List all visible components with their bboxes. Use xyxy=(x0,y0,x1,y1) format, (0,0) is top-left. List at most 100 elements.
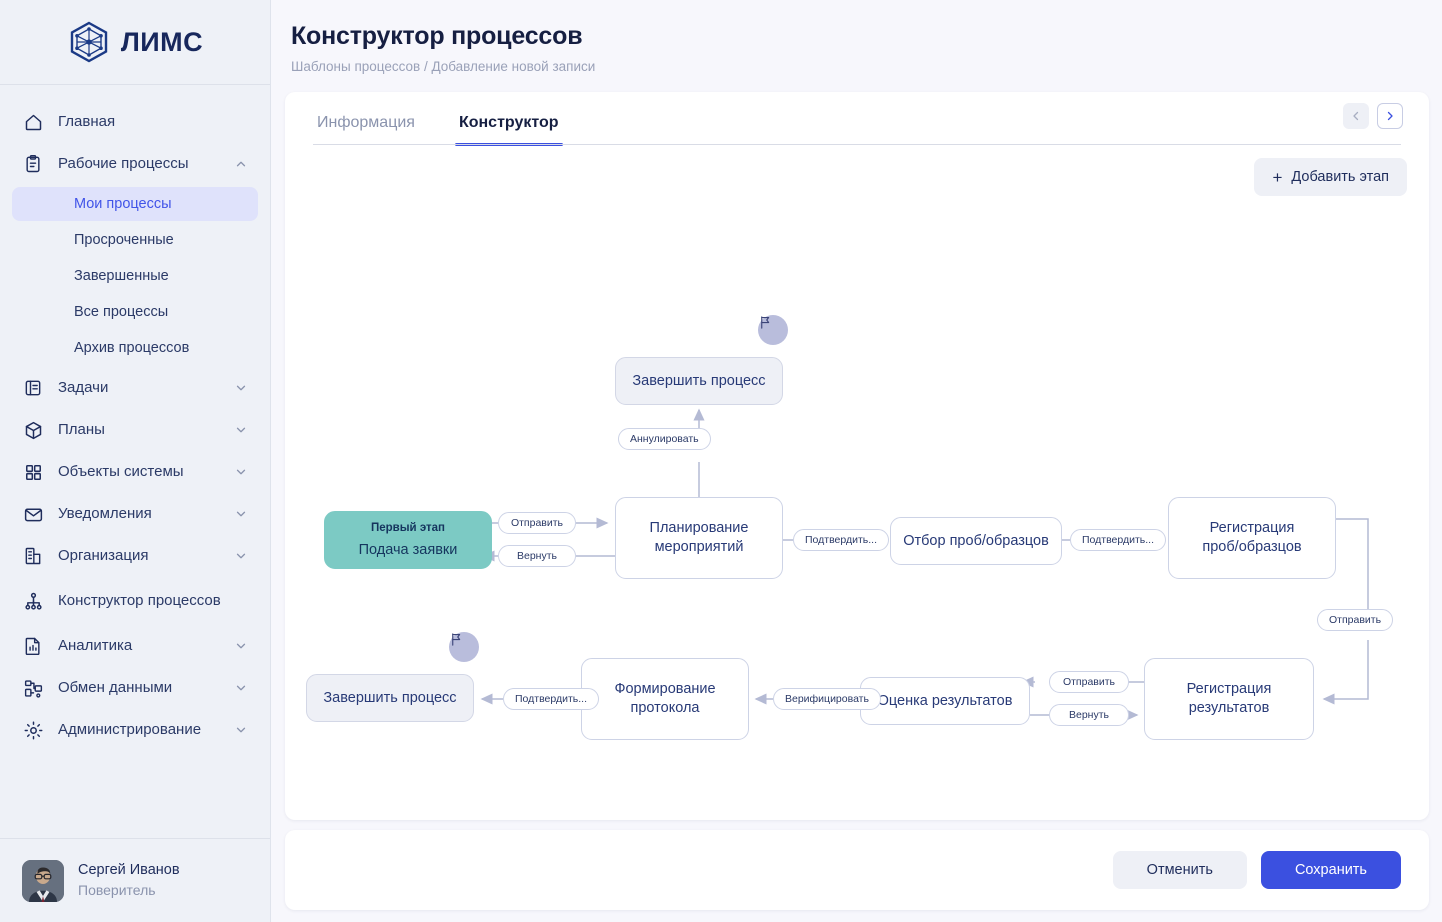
user-profile[interactable]: Сергей Иванов Поверитель xyxy=(0,838,270,922)
sidebar-item-label: Администрирование xyxy=(58,721,202,739)
node-title: Формирование протокола xyxy=(614,681,716,716)
sidebar-item-notifications[interactable]: Уведомления xyxy=(12,493,258,535)
tasks-book-icon xyxy=(22,377,44,399)
edge-label-text: Отправить xyxy=(510,517,564,529)
grid-squares-icon xyxy=(22,461,44,483)
main-content: Конструктор процессов Шаблоны процессов … xyxy=(271,0,1442,922)
save-label: Сохранить xyxy=(1294,862,1367,878)
sidebar-item-home[interactable]: Главная xyxy=(12,101,258,143)
edge-label-confirm-3[interactable]: Подтвердить... xyxy=(503,688,600,710)
sidebar-item-plans[interactable]: Планы xyxy=(12,409,258,451)
sidebar-item-my-processes[interactable]: Мои процессы xyxy=(12,187,258,221)
sub-item-label: Архив процессов xyxy=(74,340,190,356)
sidebar-item-archive[interactable]: Архив процессов xyxy=(12,331,258,365)
footer-actions: Отменить Сохранить xyxy=(285,830,1429,910)
home-icon xyxy=(22,111,44,133)
sidebar-item-workflows[interactable]: Рабочие процессы xyxy=(12,143,258,185)
data-exchange-icon xyxy=(22,677,44,699)
edge-label-send-1[interactable]: Отправить xyxy=(498,512,576,534)
node-register-results[interactable]: Регистрация результатов xyxy=(1144,658,1314,740)
sidebar-item-data-exchange[interactable]: Обмен данными xyxy=(12,667,258,709)
brand-header: ЛИМС xyxy=(0,0,270,85)
tab-constructor[interactable]: Конструктор xyxy=(454,114,563,146)
chevron-left-icon[interactable] xyxy=(1343,103,1369,129)
edge-label-text: Аннулировать xyxy=(630,433,699,445)
node-title: Регистрация проб/образцов xyxy=(1202,520,1302,555)
sidebar-item-label: Рабочие процессы xyxy=(58,155,189,173)
edge-label-text: Подтвердить... xyxy=(805,534,878,546)
sidebar-item-all-processes[interactable]: Все процессы xyxy=(12,295,258,329)
node-title: Планирование мероприятий xyxy=(649,520,749,555)
edge-label-send-2[interactable]: Отправить xyxy=(1317,609,1394,631)
add-stage-button[interactable]: + Добавить этап xyxy=(1254,158,1407,196)
edge-label-confirm-1[interactable]: Подтвердить... xyxy=(793,529,890,551)
add-stage-label: Добавить этап xyxy=(1291,169,1389,185)
sidebar-item-administration[interactable]: Администрирование xyxy=(12,709,258,751)
sidebar-item-label: Конструктор процессов xyxy=(58,592,221,610)
node-title: Отбор проб/образцов xyxy=(903,532,1049,549)
node-planning[interactable]: Планирование мероприятий xyxy=(615,497,783,579)
edge-label-return-1[interactable]: Вернуть xyxy=(498,545,576,567)
chevron-down-icon[interactable] xyxy=(234,465,248,479)
edge-label-send-3[interactable]: Отправить xyxy=(1049,671,1129,693)
chevron-down-icon[interactable] xyxy=(234,423,248,437)
node-end-process-top[interactable]: Завершить процесс xyxy=(615,357,783,405)
cancel-button[interactable]: Отменить xyxy=(1112,851,1247,889)
sidebar-item-label: Объекты системы xyxy=(58,463,184,481)
plus-icon: + xyxy=(1272,167,1283,187)
node-title: Оценка результатов xyxy=(877,692,1013,709)
process-diagram-canvas[interactable]: Завершить процесс Первый этап Подача зая… xyxy=(285,212,1429,812)
avatar xyxy=(22,859,64,902)
node-sampling[interactable]: Отбор проб/образцов xyxy=(890,517,1062,565)
flag-icon[interactable] xyxy=(449,632,479,662)
flag-icon[interactable] xyxy=(758,315,788,345)
chevron-down-icon[interactable] xyxy=(234,681,248,695)
edge-label-cancel[interactable]: Аннулировать xyxy=(618,428,711,450)
sidebar: ЛИМС Главная Рабочие процессы xyxy=(0,0,271,922)
node-title: Завершить процесс xyxy=(323,689,457,706)
chevron-down-icon[interactable] xyxy=(234,381,248,395)
chevron-right-icon[interactable] xyxy=(1377,103,1403,129)
sidebar-item-organization[interactable]: Организация xyxy=(12,535,258,577)
edge-label-confirm-2[interactable]: Подтвердить... xyxy=(1070,529,1167,551)
node-subtitle: Первый этап xyxy=(370,521,445,534)
save-button[interactable]: Сохранить xyxy=(1260,851,1401,889)
sidebar-nav: Главная Рабочие процессы Мои процессы Пр… xyxy=(0,85,270,838)
tab-information[interactable]: Информация xyxy=(313,114,419,145)
chevron-up-icon[interactable] xyxy=(234,157,248,171)
pager-controls xyxy=(1343,103,1403,129)
edge-label-text: Вернуть xyxy=(1068,709,1109,721)
chevron-down-icon[interactable] xyxy=(234,507,248,521)
sidebar-item-label: Организация xyxy=(58,547,149,565)
tab-bar: Информация Конструктор xyxy=(285,92,1429,146)
sidebar-item-overdue[interactable]: Просроченные xyxy=(12,223,258,257)
sidebar-item-label: Аналитика xyxy=(58,637,133,655)
profile-name: Сергей Иванов xyxy=(78,862,180,879)
sidebar-item-analytics[interactable]: Аналитика xyxy=(12,625,258,667)
edge-label-return-2[interactable]: Вернуть xyxy=(1049,704,1129,726)
node-evaluation[interactable]: Оценка результатов xyxy=(860,677,1030,725)
node-end-process-bottom[interactable]: Завершить процесс xyxy=(306,674,474,722)
chevron-down-icon[interactable] xyxy=(234,723,248,737)
building-icon xyxy=(22,545,44,567)
edge-label-text: Подтвердить... xyxy=(1082,534,1155,546)
sidebar-item-label: Планы xyxy=(58,421,105,439)
workflow-submenu: Мои процессы Просроченные Завершенные Вс… xyxy=(12,187,258,365)
node-protocol[interactable]: Формирование протокола xyxy=(581,658,749,740)
sub-item-label: Завершенные xyxy=(74,268,169,284)
sidebar-item-completed[interactable]: Завершенные xyxy=(12,259,258,293)
sub-item-label: Все процессы xyxy=(74,304,169,320)
edge-label-text: Вернуть xyxy=(516,550,557,562)
node-first-stage[interactable]: Первый этап Подача заявки xyxy=(324,511,492,569)
chevron-down-icon[interactable] xyxy=(234,639,248,653)
box-icon xyxy=(22,419,44,441)
sidebar-item-system-objects[interactable]: Объекты системы xyxy=(12,451,258,493)
chevron-down-icon[interactable] xyxy=(234,549,248,563)
edge-label-verify[interactable]: Верифицировать xyxy=(773,688,881,710)
cancel-label: Отменить xyxy=(1146,862,1213,878)
sidebar-item-process-constructor[interactable]: Конструктор процессов xyxy=(12,577,258,625)
node-register-samples[interactable]: Регистрация проб/образцов xyxy=(1168,497,1336,579)
tab-label: Конструктор xyxy=(458,114,559,131)
sidebar-item-tasks[interactable]: Задачи xyxy=(12,367,258,409)
